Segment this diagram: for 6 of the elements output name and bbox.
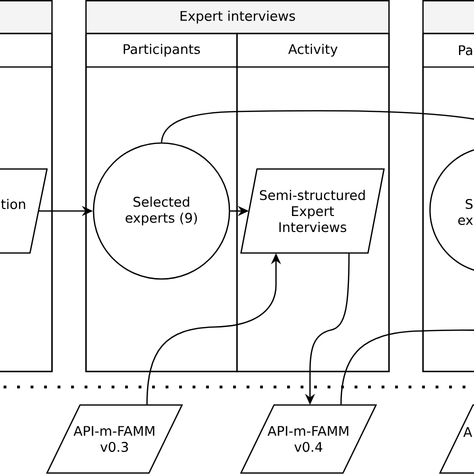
- parallelogram-node: tion: [0, 168, 48, 254]
- connector-line: [340, 329, 474, 405]
- parallelogram-node: Semi-structured Expert Interviews: [240, 168, 385, 254]
- connector-line: [160, 110, 474, 142]
- parallelogram-node: A: [438, 404, 474, 474]
- circle-node: Selected experts (9): [92, 142, 230, 280]
